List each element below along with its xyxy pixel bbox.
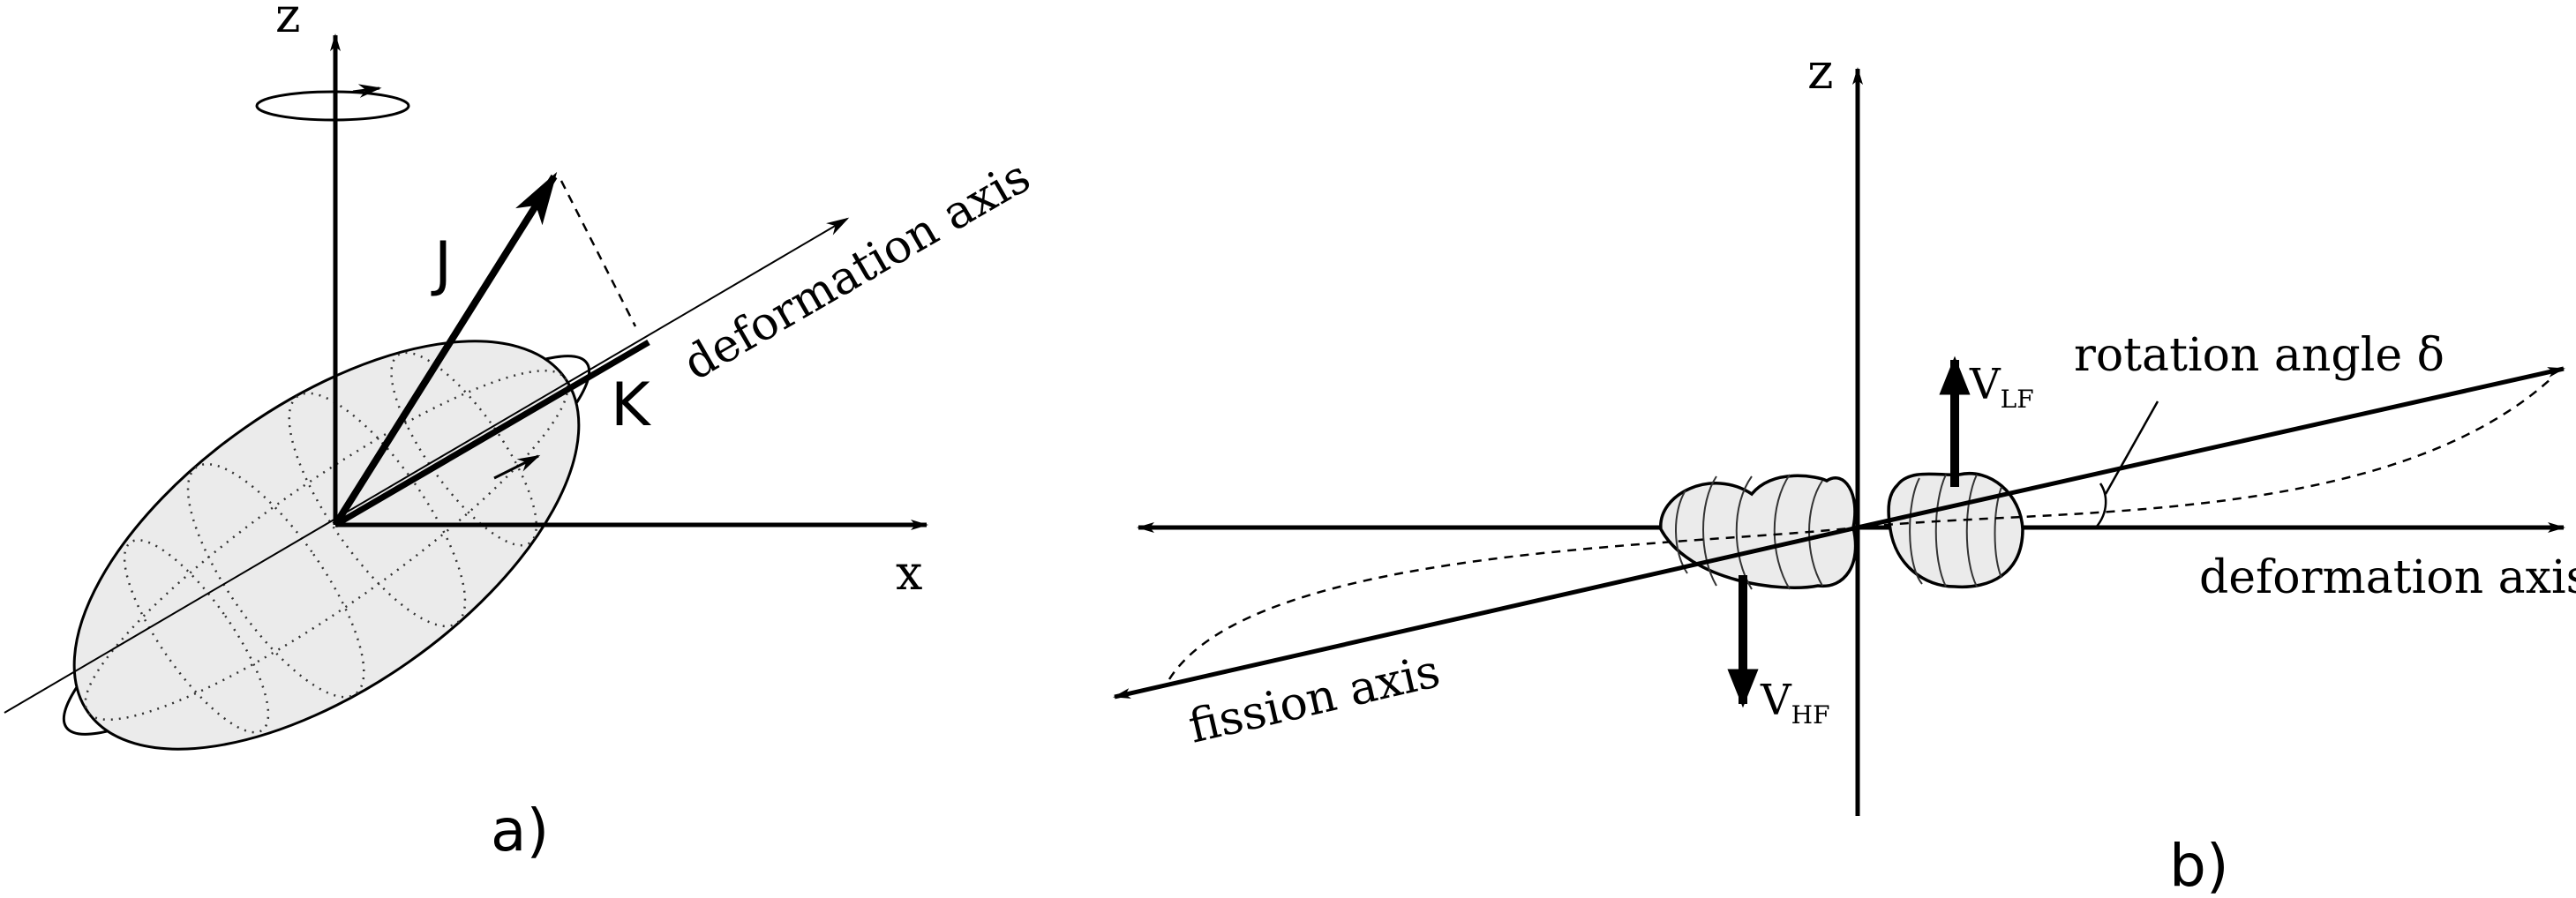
fission-axis-left bbox=[1113, 525, 1859, 700]
heavy-fragment bbox=[1659, 474, 1858, 590]
ring-direction-arrow bbox=[493, 454, 541, 480]
panel-label-a: a) bbox=[491, 797, 549, 864]
k-label: K bbox=[611, 370, 652, 440]
panel-a: z x J K deformation axis a) bbox=[4, 0, 1040, 864]
z-axis-label-b: z bbox=[1807, 43, 1834, 101]
vhf-label: VHF bbox=[1760, 676, 1830, 730]
vlf-label-sub: LF bbox=[2001, 385, 2034, 414]
j-projection-dashed bbox=[560, 180, 637, 327]
deformation-axis-label-b: deformation axis bbox=[2199, 551, 2576, 604]
k-vector bbox=[334, 339, 650, 528]
j-label: J bbox=[431, 229, 452, 299]
deformed-nucleus-ellipsoid bbox=[72, 340, 581, 751]
panel-label-b: b) bbox=[2169, 832, 2229, 898]
vhf-label-sub: HF bbox=[1791, 700, 1830, 730]
light-fragment bbox=[1887, 472, 2024, 589]
z-axis-label-a: z bbox=[275, 0, 300, 43]
vhf-label-base: V bbox=[1760, 676, 1792, 725]
fission-axis-right bbox=[1857, 366, 2565, 530]
rotation-angle-pointer bbox=[2104, 400, 2159, 495]
deformation-axis-line bbox=[4, 217, 850, 714]
panel-b: z VLF VHF rotation angle δ deformation a… bbox=[1113, 43, 2576, 898]
vlf-label-base: V bbox=[1969, 360, 2001, 409]
j-vector bbox=[332, 171, 558, 528]
fission-axis-label: fission axis bbox=[1183, 645, 1445, 754]
rotation-angle-label: rotation angle δ bbox=[2074, 329, 2445, 382]
x-axis-label-a: x bbox=[896, 545, 922, 601]
deformation-axis-label-a: deformation axis bbox=[675, 150, 1040, 391]
vlf-label: VLF bbox=[1969, 360, 2034, 414]
rotation-angle-arc bbox=[2095, 483, 2107, 528]
rotation-indicator-icon bbox=[255, 84, 410, 122]
